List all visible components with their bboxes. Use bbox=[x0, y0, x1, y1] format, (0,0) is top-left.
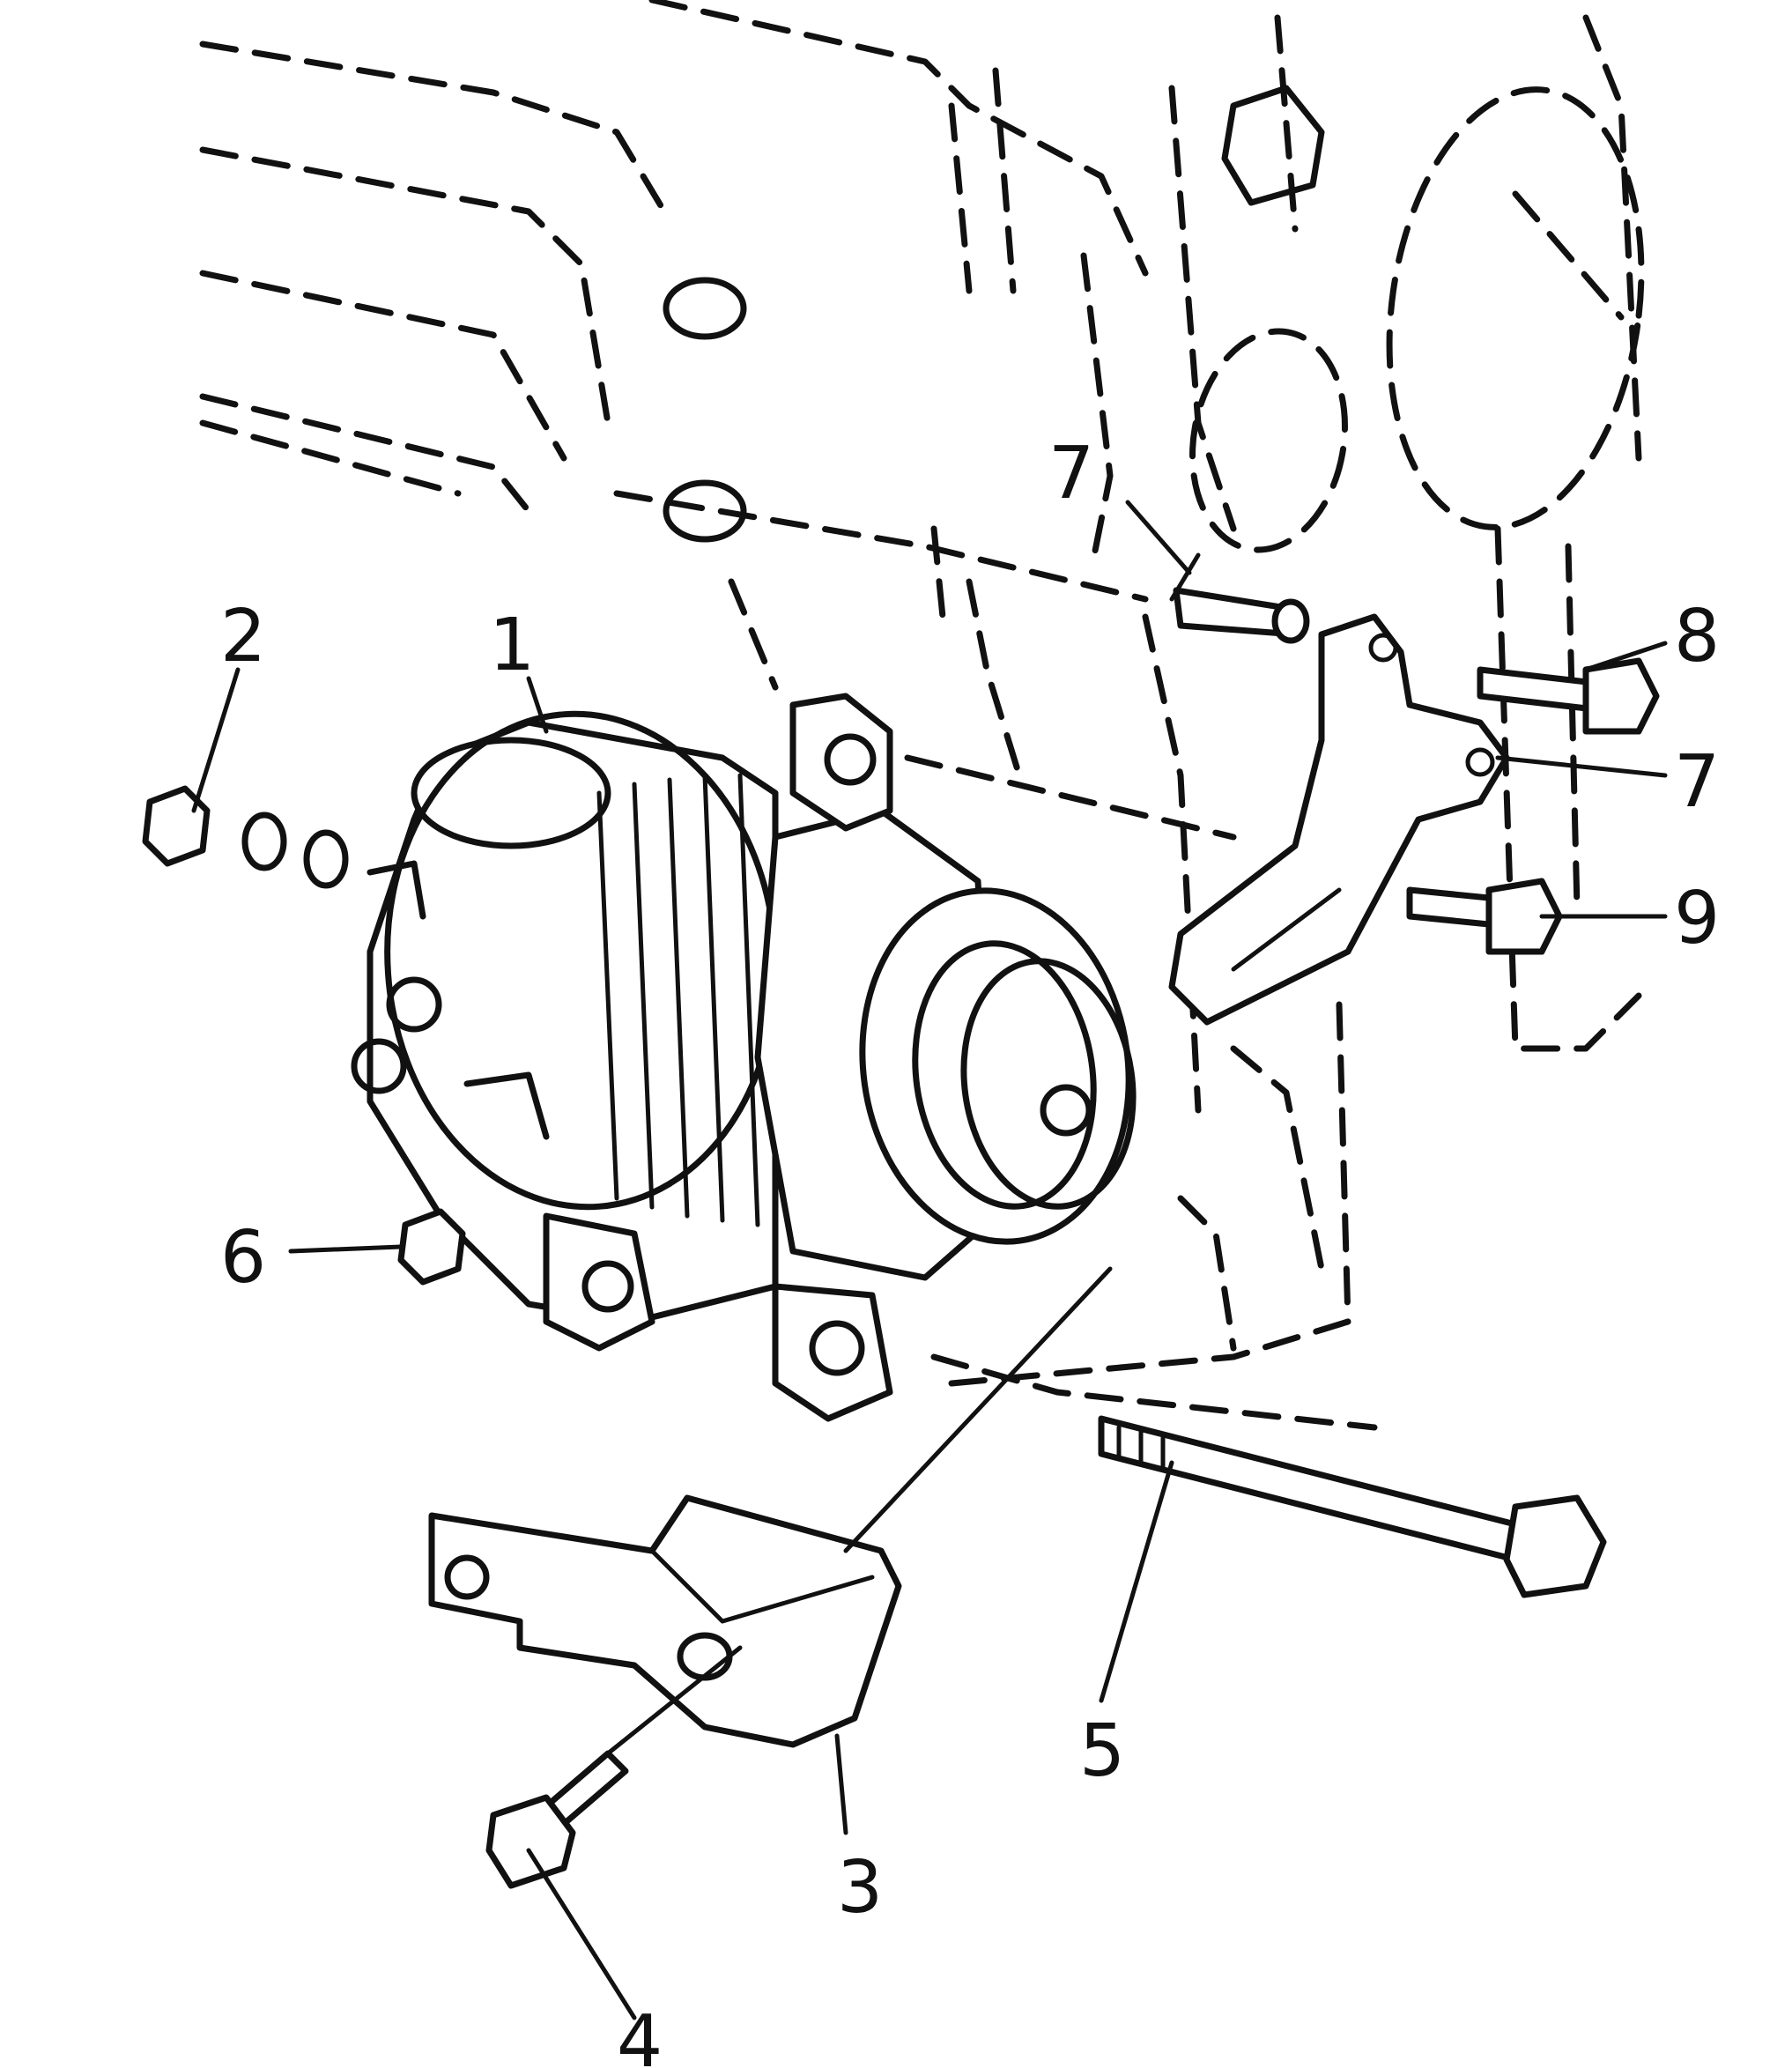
callout-1: 1 bbox=[489, 604, 535, 687]
alternator-fins bbox=[596, 773, 760, 1227]
callout-7-bracket: 7 bbox=[1674, 740, 1720, 824]
bolt-4 bbox=[485, 1750, 629, 1889]
leader-lines bbox=[191, 500, 1668, 2020]
nut-6 bbox=[397, 1208, 466, 1286]
callout-6: 6 bbox=[220, 1216, 266, 1300]
bolt-8 bbox=[1477, 657, 1660, 735]
bolt-9 bbox=[1406, 878, 1563, 955]
nut-and-washers bbox=[142, 785, 349, 889]
lower-mounting-bracket bbox=[428, 1494, 902, 1748]
callout-8: 8 bbox=[1674, 595, 1720, 678]
spacer-sleeve bbox=[1173, 587, 1310, 644]
callout-2: 2 bbox=[220, 595, 266, 678]
engine-block-outline bbox=[199, 0, 1645, 1431]
callout-9: 9 bbox=[1674, 877, 1720, 960]
adjusting-bracket bbox=[1168, 613, 1510, 1026]
callout-5: 5 bbox=[1079, 1709, 1125, 1793]
callout-7-spacer: 7 bbox=[1048, 432, 1094, 515]
bolt-5 bbox=[1098, 1415, 1607, 1598]
callout-4: 4 bbox=[617, 2000, 663, 2068]
alternator bbox=[351, 693, 999, 1422]
alternator-pulley bbox=[859, 887, 1137, 1245]
callout-3: 3 bbox=[837, 1846, 883, 1930]
callouts: 1 2 3 4 5 6 7 7 8 9 bbox=[220, 432, 1720, 2068]
